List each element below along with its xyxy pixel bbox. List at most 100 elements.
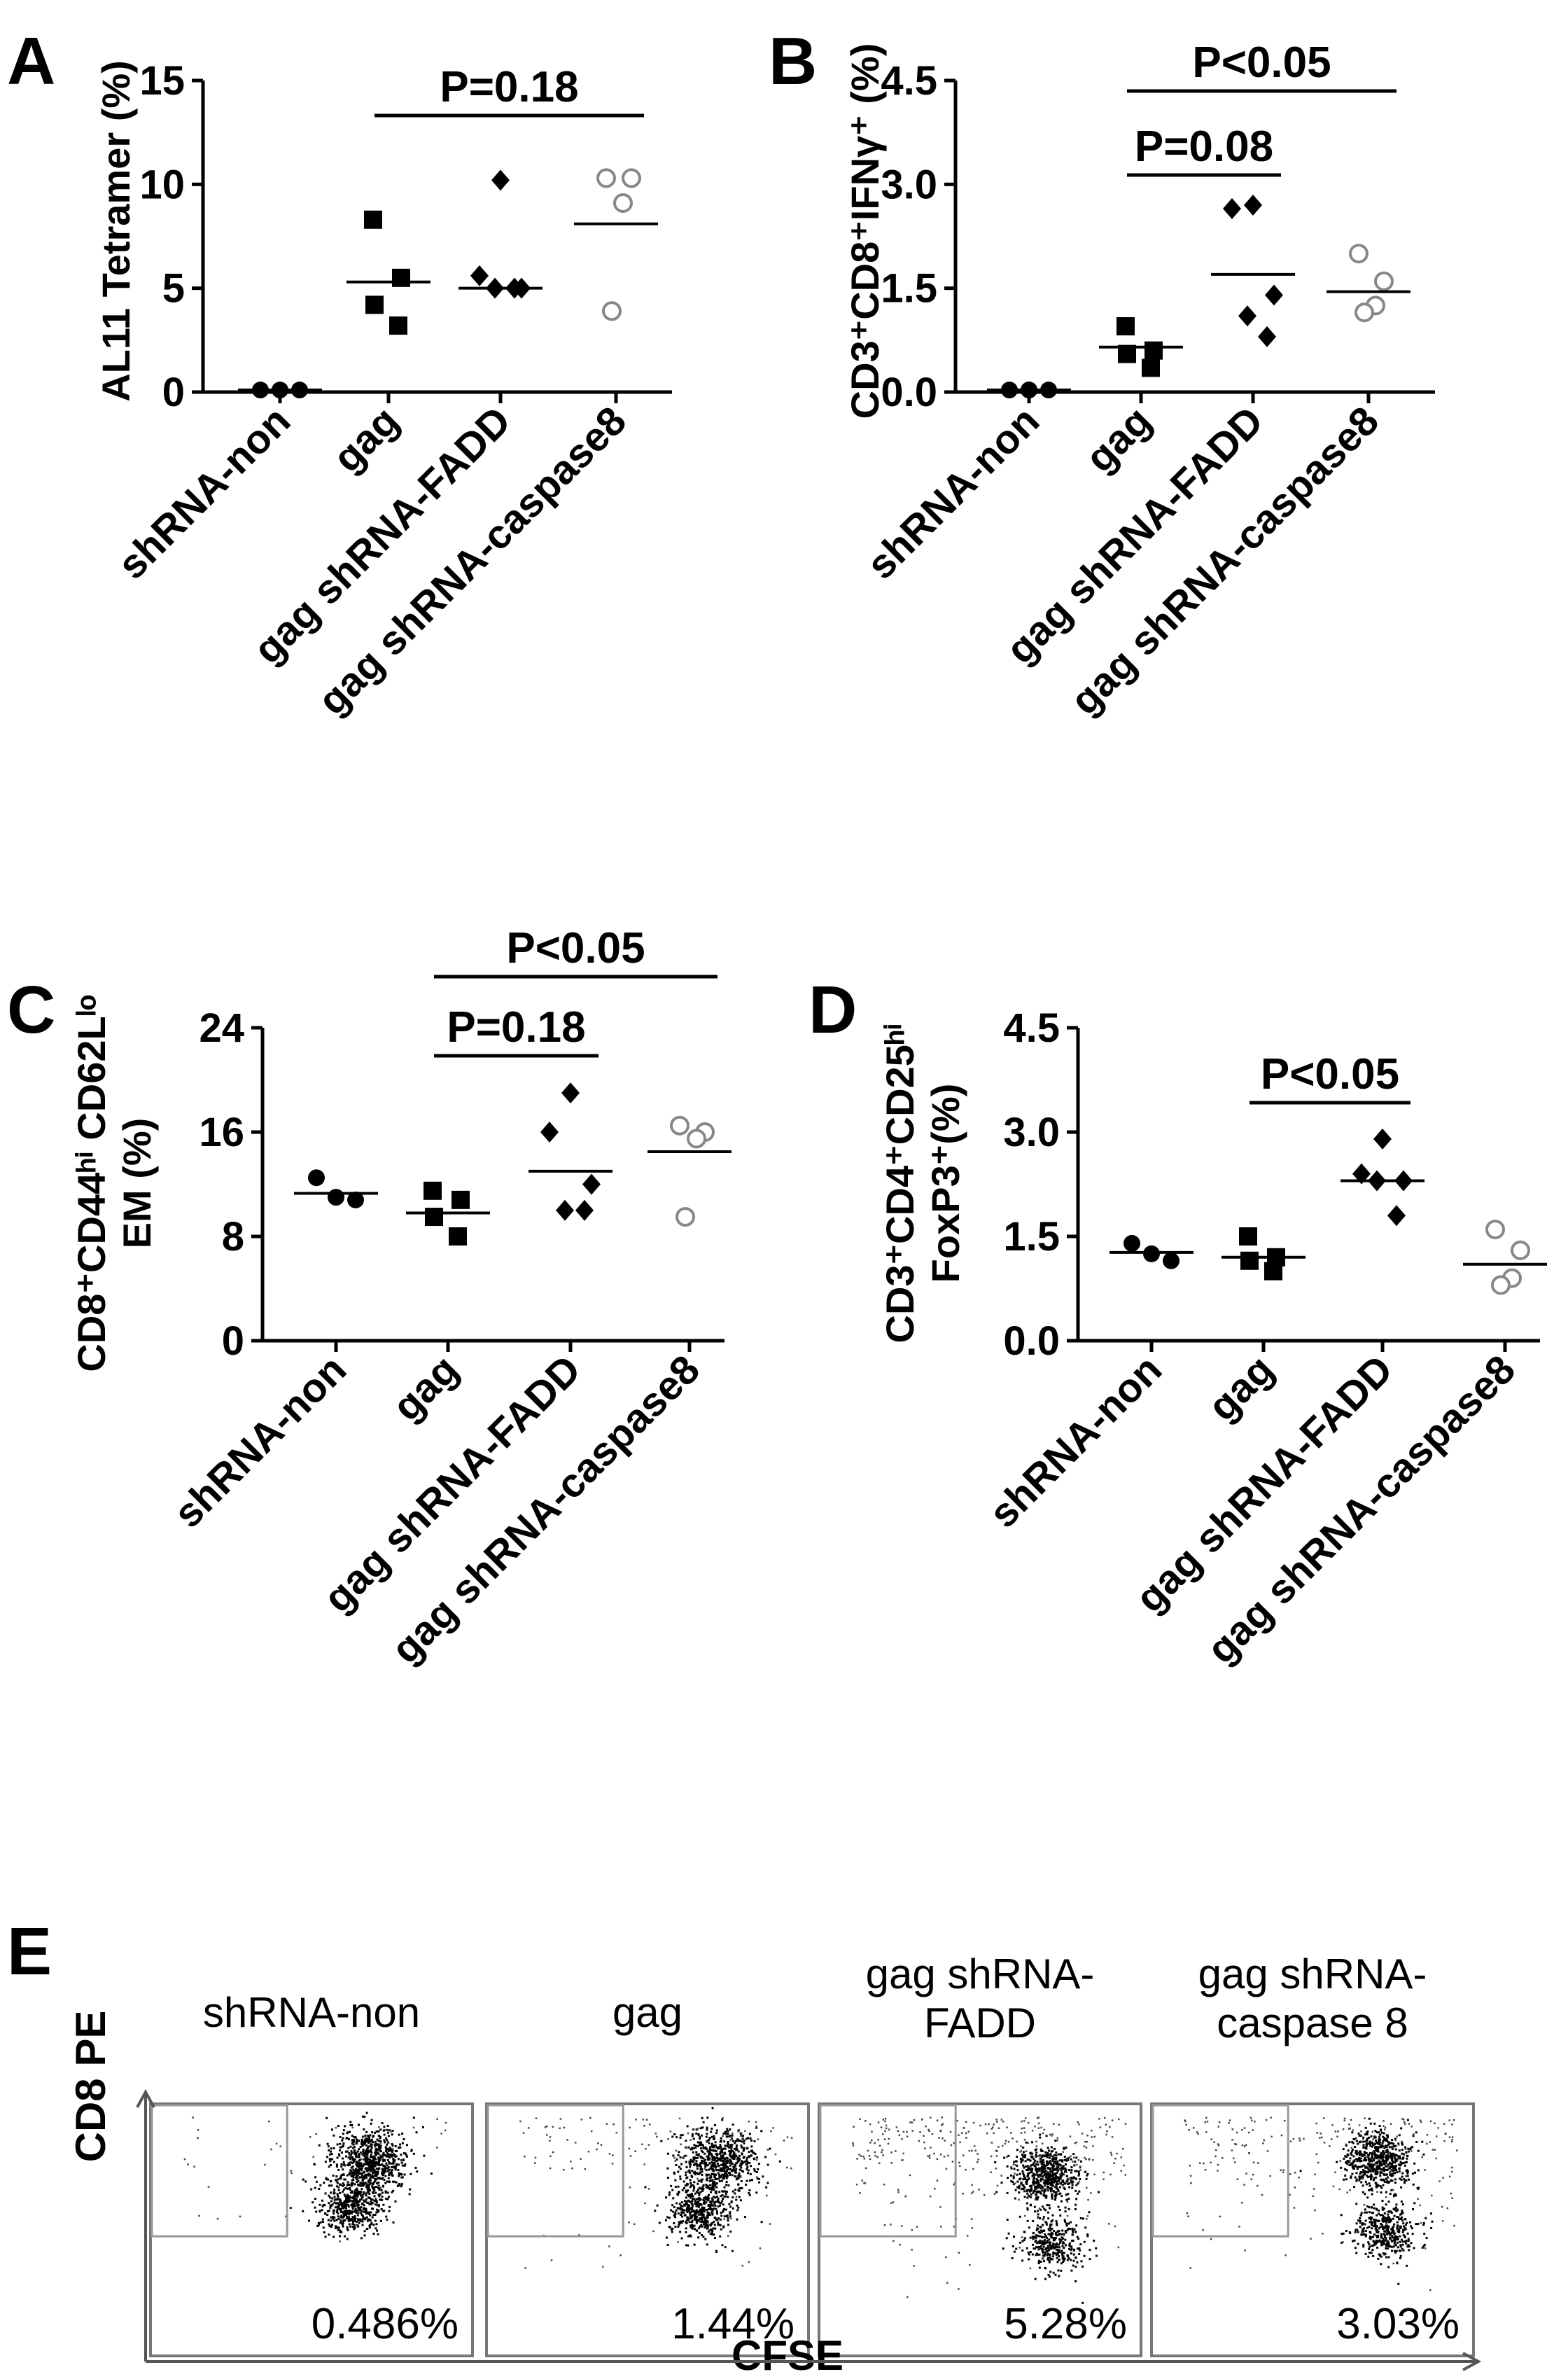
data-points-c [308,1082,713,1246]
data-point [1124,1235,1140,1252]
axes-a [203,81,672,392]
data-point [556,1200,574,1221]
data-points-b [1001,195,1392,398]
flow-plot-title: shRNA-non [203,1989,420,2036]
data-point [308,1169,325,1186]
data-point [1239,1227,1257,1246]
x-category-label: gag [1199,1346,1282,1430]
panel-letter-b: B [769,24,817,99]
mean-lines-b [987,274,1410,390]
data-point [1244,195,1262,216]
y-tick-label: 1.5 [881,266,937,312]
y-tick-label: 0.0 [881,370,937,415]
panel-letter-d: D [808,972,857,1047]
data-point [575,1200,594,1221]
x-category-label: gag [384,1346,467,1430]
data-point [491,169,510,190]
significance-brackets-a: P=0.18 [374,63,644,116]
data-point [1387,1205,1406,1226]
gate-percentage: 0.486% [312,2300,458,2348]
y-tick-label: 24 [199,1005,244,1051]
gate-percentage: 5.28% [1004,2300,1127,2348]
data-point [677,1208,694,1225]
y-tick-label: 4.5 [881,58,937,104]
y-tick-label: 8 [222,1214,244,1260]
p-value-label: P<0.05 [1192,39,1331,87]
y-axis-label-d-line2: FoxP3⁺(%) [923,1084,967,1283]
data-point [449,1227,467,1246]
p-value-label: P=0.18 [440,63,578,111]
gate-percentage: 3.03% [1336,2300,1460,2348]
data-point [688,1130,705,1147]
flow-plot-title-line2: FADD [924,2000,1036,2046]
panel-letter-e: E [7,1914,52,1989]
y-tick-label: 5 [162,266,185,312]
y-tick-label: 0 [162,370,185,415]
flow-plot-title: gag [612,1989,682,2036]
data-point [365,295,384,314]
data-point [598,169,615,186]
p-value-label: P=0.08 [1135,123,1273,171]
y-ticks-b: 0.0 1.5 3.0 4.5 [881,58,955,415]
data-point [1223,198,1241,219]
y-axis-label-c-line1: CD8⁺CD44ʰⁱ CD62Lˡᵒ [69,994,113,1372]
x-category-label: shRNA-non [858,398,1048,587]
panel-d: D CD3⁺CD4⁺CD25ʰⁱ FoxP3⁺(%) 0.01.53.04.5 … [808,972,1547,1673]
x-category-label: gag [324,398,407,481]
data-point [540,1122,559,1143]
y-ticks-d: 0.01.53.04.5 [1003,1005,1078,1364]
panel-letter-a: A [7,24,55,99]
y-tick-label: 16 [199,1110,244,1155]
significance-brackets-c: P=0.18 P<0.05 [434,924,718,1056]
y-axis-label-a: AL11 Tetramer (%) [94,60,138,402]
data-point [1116,317,1135,335]
data-point [389,316,407,335]
data-point [671,1117,688,1134]
data-point [425,1208,443,1226]
flow-plot-title: gag shRNA- [1198,1951,1427,1997]
data-point [1487,1221,1504,1238]
data-point [1264,1262,1282,1281]
flow-plot: gag shRNA-FADD 5.28% [819,1951,1141,2356]
data-point [1356,304,1373,321]
y-tick-label: 10 [139,162,185,207]
y-axis-label-c-line2: EM (%) [115,1118,159,1249]
y-tick-label: 15 [139,58,185,104]
y-tick-label: 3.0 [881,162,937,207]
x-category-label: shRNA-non [109,398,299,587]
y-tick-label: 3.0 [1003,1110,1060,1155]
x-category-label: gag [1077,398,1160,481]
flow-plot: shRNA-non 0.486% [150,1989,472,2356]
data-point [1373,1129,1392,1150]
x-category-label: shRNA-non [165,1346,355,1536]
p-value-label: P<0.05 [506,924,645,972]
flow-y-axis-label: CD8 PE [67,2011,114,2163]
flow-x-axis-label: CFSE [732,2332,844,2375]
data-point [1163,1253,1180,1269]
data-point [1265,285,1283,306]
data-point [1376,273,1392,290]
p-value-label: P<0.05 [1261,1050,1399,1098]
x-category-label: shRNA-non [981,1346,1170,1536]
y-axis-label-d-line1: CD3⁺CD4⁺CD25ʰⁱ [878,1024,922,1344]
data-point [364,211,382,229]
data-point [1142,358,1160,377]
significance-brackets-d: P<0.05 [1250,1050,1410,1103]
data-point [615,195,631,211]
data-point [424,1182,442,1200]
flow-plot-title: gag shRNA- [866,1951,1095,1997]
p-value-label: P=0.18 [447,1003,585,1052]
significance-brackets-b: P=0.08 P<0.05 [1127,39,1396,175]
data-point [1512,1242,1529,1259]
flow-plot: gag shRNA-caspase 83.03% [1152,1951,1474,2356]
panel-letter-c: C [7,972,55,1047]
